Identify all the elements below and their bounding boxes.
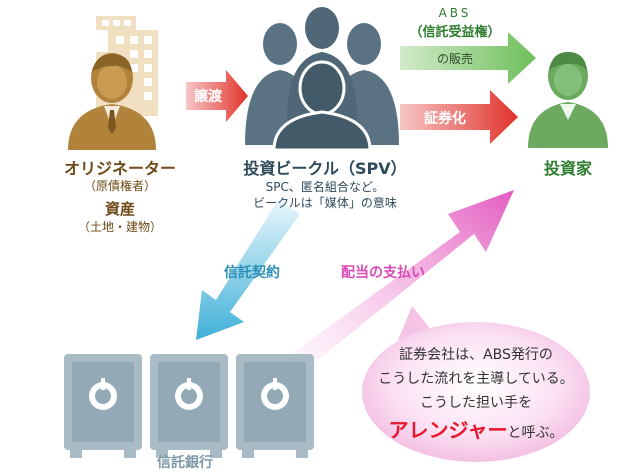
spv-group-icon	[245, 7, 399, 152]
originator-person-icon	[68, 53, 156, 150]
speech-bubble	[362, 306, 590, 462]
securitize-arrow	[400, 90, 518, 144]
safe-icon	[150, 354, 228, 458]
abs-label-line3: の販売	[436, 52, 473, 66]
arranger-highlight: アレンジャー	[388, 418, 508, 442]
bubble-line3: こうした担い手を	[420, 395, 532, 411]
dividend-arrow	[290, 190, 514, 368]
bubble-line2: こうした流れを主導している。	[378, 371, 574, 387]
bubble-line4-rest: と呼ぶ。	[507, 425, 564, 441]
transfer-arrow	[186, 70, 248, 122]
spv-line2: ビークルは「媒体」の意味	[253, 196, 397, 210]
originator-title: オリジネーター	[63, 159, 176, 178]
abs-sale-arrow	[400, 32, 536, 84]
investor-title: 投資家	[543, 159, 592, 178]
safe-icon	[64, 354, 142, 458]
dividend-label: 配当の支払い	[341, 265, 425, 281]
originator-sub: （原債権者）	[83, 179, 156, 193]
abs-label-line2: （信託受益権）	[409, 25, 501, 40]
spv-title: 投資ビークル（SPV）	[243, 159, 407, 178]
bank-title: 信託銀行	[157, 455, 213, 471]
abs-label-line1: ABS	[438, 6, 472, 20]
assets-title: 資産	[104, 200, 135, 218]
assets-sub: （土地・建物）	[77, 220, 162, 234]
trust-contract-label: 信託契約	[224, 265, 280, 281]
bubble-line4: アレンジャーと呼ぶ。	[366, 414, 586, 443]
spv-line1: SPC、匿名組合など。	[265, 180, 385, 194]
transfer-label: 譲渡	[194, 89, 222, 105]
investor-person-icon	[528, 52, 608, 148]
securitize-label: 証券化	[424, 111, 466, 127]
bubble-line1: 証券会社は、ABS発行の	[399, 347, 553, 363]
trust-contract-arrow	[196, 200, 300, 340]
safe-icon	[236, 354, 314, 458]
